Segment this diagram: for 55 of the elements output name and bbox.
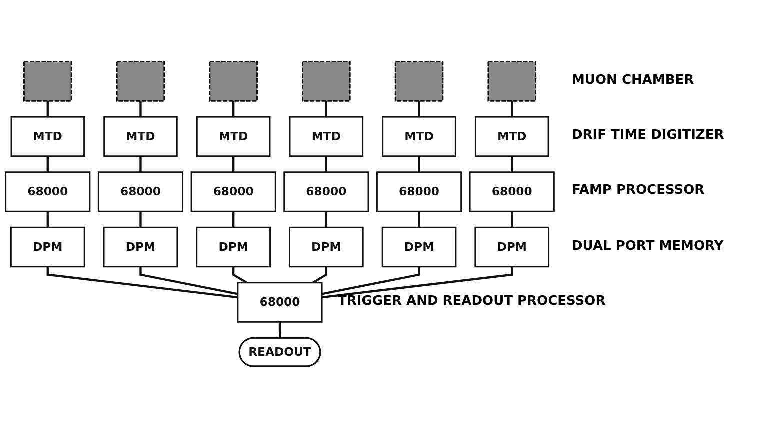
connector bbox=[140, 212, 142, 228]
node-box: 68000 bbox=[190, 172, 276, 213]
connector bbox=[46, 101, 49, 118]
node-bar bbox=[209, 61, 258, 102]
node-box: 68000 bbox=[376, 172, 462, 213]
connector bbox=[511, 156, 514, 173]
node-box: 68000 bbox=[469, 172, 555, 213]
connector bbox=[418, 101, 420, 118]
connector bbox=[46, 267, 238, 299]
node-box: MTD bbox=[474, 116, 550, 158]
node-box: DPM bbox=[289, 227, 364, 268]
connector bbox=[322, 267, 514, 299]
connector bbox=[232, 212, 235, 228]
connector bbox=[325, 101, 328, 118]
node-box: MTD bbox=[104, 116, 178, 158]
connector bbox=[418, 212, 420, 228]
connector bbox=[511, 212, 514, 228]
connector bbox=[232, 156, 235, 173]
node-box: MTD bbox=[10, 116, 86, 158]
connector bbox=[511, 101, 514, 118]
connector bbox=[322, 267, 420, 296]
node-box: DPM bbox=[382, 227, 457, 268]
connector bbox=[232, 267, 248, 284]
connector bbox=[46, 156, 49, 173]
node-box: 68000 bbox=[237, 282, 323, 324]
node-box: MTD bbox=[289, 116, 364, 158]
connector bbox=[140, 156, 142, 173]
connector bbox=[325, 212, 328, 228]
node-box: DPM bbox=[474, 227, 550, 268]
node-bar bbox=[116, 61, 166, 102]
node-box: DPM bbox=[103, 227, 178, 268]
connector bbox=[418, 156, 420, 173]
row-label: MUON CHAMBER bbox=[572, 72, 694, 88]
connector bbox=[46, 212, 49, 228]
node-caption: TRIGGER AND READOUT PROCESSOR bbox=[338, 294, 606, 309]
node-bar bbox=[394, 61, 444, 102]
connector bbox=[140, 267, 238, 296]
connector bbox=[232, 101, 235, 118]
node-box: MTD bbox=[196, 116, 271, 158]
node-box: DPM bbox=[10, 227, 86, 268]
node-bar bbox=[302, 61, 351, 102]
node-box: MTD bbox=[382, 116, 456, 158]
node-box: 68000 bbox=[284, 172, 370, 213]
node-bar bbox=[23, 61, 72, 102]
node-box: 68000 bbox=[98, 172, 184, 213]
connector bbox=[325, 156, 328, 173]
row-label: DRIF TIME DIGITIZER bbox=[572, 128, 724, 144]
node-box: 68000 bbox=[5, 172, 91, 213]
connector bbox=[140, 101, 142, 118]
connector bbox=[312, 267, 328, 284]
node-box: DPM bbox=[196, 227, 271, 268]
node-bar bbox=[488, 61, 537, 102]
row-label: FAMP PROCESSOR bbox=[572, 183, 705, 198]
row-label: DUAL PORT MEMORY bbox=[572, 238, 724, 254]
connector bbox=[278, 322, 282, 339]
